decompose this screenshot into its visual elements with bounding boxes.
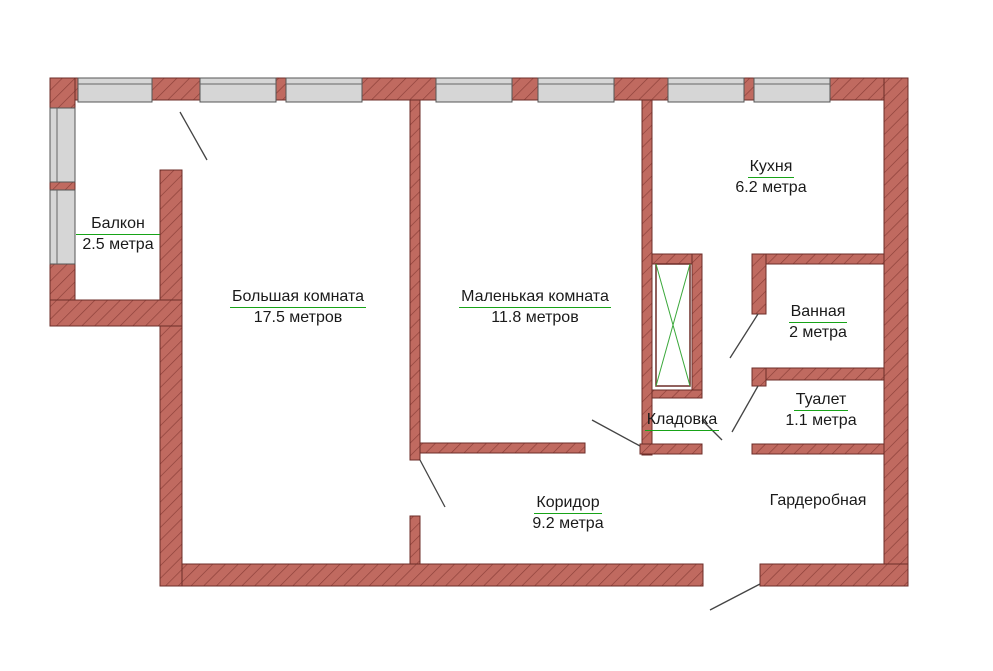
room-name: Гардеробная xyxy=(769,492,867,509)
door-big-room xyxy=(419,459,446,508)
room-label-toilet: Туалет 1.1 метра xyxy=(766,390,876,430)
window-4 xyxy=(435,77,513,103)
ventilation-shaft xyxy=(655,263,691,387)
wall-pantry-top xyxy=(651,389,703,399)
doors xyxy=(179,111,761,611)
door-bath xyxy=(729,313,759,359)
room-name: Балкон xyxy=(76,214,160,235)
room-label-balcony: Балкон 2.5 метра xyxy=(76,214,160,254)
room-area: 6.2 метра xyxy=(735,179,807,196)
room-area: 17.5 метров xyxy=(253,309,343,326)
wall-pantry-bottom xyxy=(639,443,703,455)
window-balcony-1 xyxy=(49,107,76,183)
room-name: Коридор xyxy=(534,493,602,514)
wall-bottom-right xyxy=(759,563,909,587)
room-name: Ванная xyxy=(788,302,848,323)
wall-balcony-bottom xyxy=(49,299,183,327)
room-name: Маленькая комната xyxy=(459,287,611,308)
door-balcony xyxy=(179,111,208,161)
windows xyxy=(49,77,831,265)
window-2 xyxy=(199,77,277,103)
window-6 xyxy=(667,77,745,103)
wall-right xyxy=(883,77,909,587)
wall-bath-toilet xyxy=(751,367,885,381)
window-balcony-2 xyxy=(49,189,76,265)
room-name: Кухня xyxy=(747,157,795,178)
room-label-small-room: Маленькая комната 11.8 метров xyxy=(430,287,640,327)
window-3 xyxy=(285,77,363,103)
wall-toilet-bottom xyxy=(751,443,885,455)
room-name: Большая комната xyxy=(229,287,367,308)
wall-small-corridor xyxy=(419,442,586,454)
room-label-kitchen: Кухня 6.2 метра xyxy=(716,157,826,197)
wall-toilet-left xyxy=(751,367,767,387)
window-1 xyxy=(77,77,153,103)
room-area: 9.2 метра xyxy=(532,515,604,532)
room-label-bath: Ванная 2 метра xyxy=(768,302,868,342)
room-area: 2.5 метра xyxy=(82,236,154,253)
wall-big-corridor-stub xyxy=(409,515,421,565)
room-name: Кладовка xyxy=(644,410,720,431)
room-area: 2 метра xyxy=(789,324,847,341)
room-area: 11.8 метров xyxy=(491,309,579,326)
door-toilet xyxy=(731,385,759,433)
wall-left-main xyxy=(159,169,183,587)
door-entrance xyxy=(709,583,761,611)
door-small-room xyxy=(591,419,641,447)
room-label-corridor: Коридор 9.2 метра xyxy=(508,493,628,533)
wall-kitchen-bath-2 xyxy=(751,253,885,265)
room-name: Туалет xyxy=(793,390,849,411)
window-7 xyxy=(753,77,831,103)
window-5 xyxy=(537,77,615,103)
room-area: 1.1 метра xyxy=(785,412,857,429)
wall-bath-left xyxy=(751,253,767,315)
wall-bottom-left xyxy=(159,563,704,587)
wall-shaft-right xyxy=(691,253,703,395)
room-label-big-room: Большая комната 17.5 метров xyxy=(200,287,396,327)
wall-small-kitchen xyxy=(641,99,653,456)
wall-big-small xyxy=(409,99,421,461)
room-label-wardrobe: Гардеробная xyxy=(756,491,880,510)
room-label-pantry: Кладовка xyxy=(640,410,724,431)
